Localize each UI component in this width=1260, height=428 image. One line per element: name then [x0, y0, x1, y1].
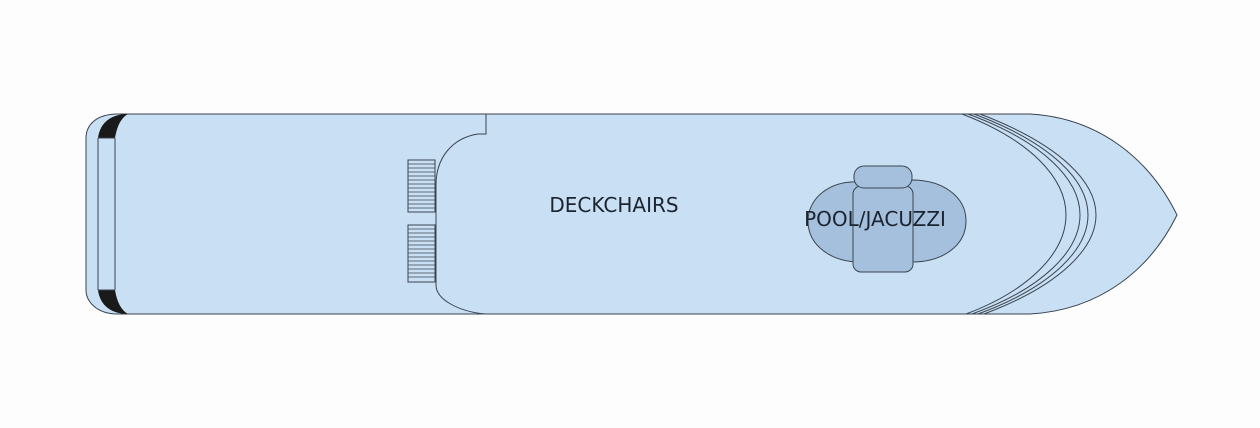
- stairs-icon: [407, 159, 436, 213]
- stern-band: [98, 114, 128, 138]
- sundeck-boundary: [435, 114, 487, 315]
- deckchairs-label: DECKCHAIRS: [549, 193, 678, 217]
- pool-jacuzzi-area: [807, 165, 967, 273]
- bow-line-1: [961, 113, 1067, 315]
- bow-line-2: [967, 113, 1081, 315]
- bow-line-4: [979, 113, 1097, 315]
- pool-jacuzzi-label: POOL/JACUZZI: [804, 207, 946, 231]
- stairs-icon: [407, 224, 436, 283]
- bow-line-3: [973, 113, 1089, 315]
- stern-band-lower: [98, 290, 128, 314]
- jacuzzi-top: [853, 165, 913, 189]
